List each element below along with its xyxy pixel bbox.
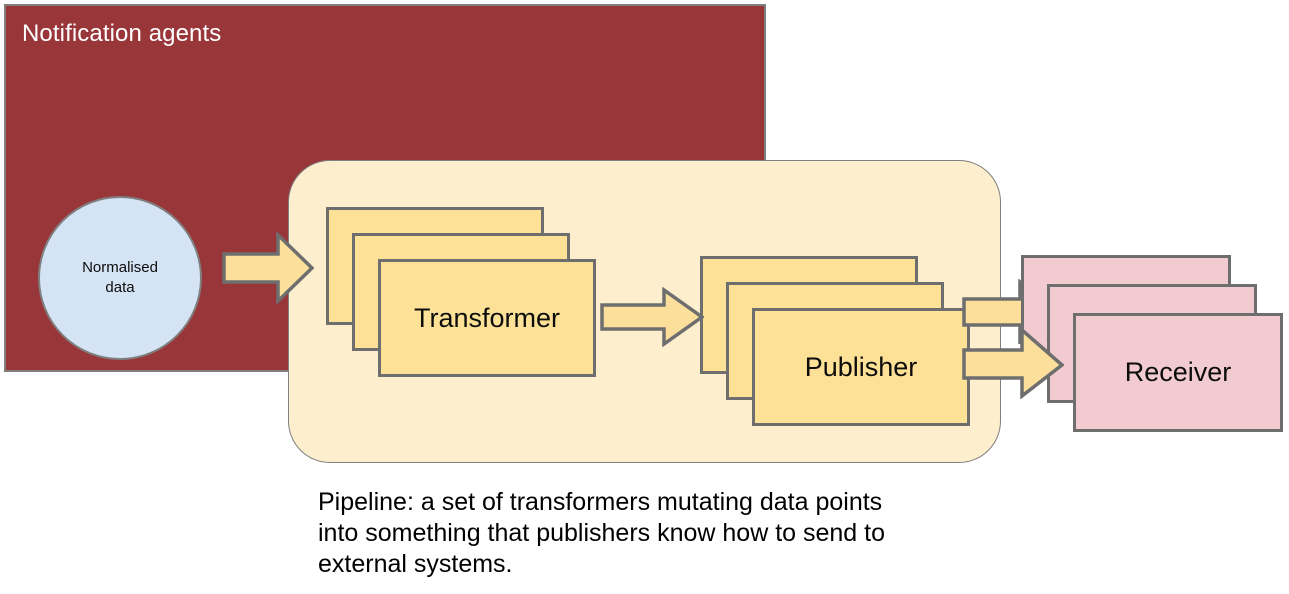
arrow-publisher-to-receiver-lower-icon [962, 327, 1064, 399]
arrow-data-to-transformer-icon [222, 232, 314, 304]
caption-line-1: Pipeline: a set of transformers mutating… [318, 488, 883, 516]
notification-agents-label: Notification agents [22, 20, 222, 47]
normalised-data-label-line1: Normalised [82, 259, 158, 276]
publisher-label: Publisher [804, 351, 918, 382]
normalised-data-node[interactable]: Normalised data [38, 196, 202, 360]
arrow-transformer-to-publisher-icon [600, 287, 704, 347]
receiver-label: Receiver [1124, 357, 1232, 387]
transformer-label: Transformer [413, 302, 561, 333]
transformer-card-front[interactable]: Transformer [378, 259, 596, 377]
normalised-data-label-line2: data [105, 279, 135, 296]
caption-line-2: into something that publishers know how … [318, 519, 886, 547]
publisher-card-front[interactable]: Publisher [752, 308, 970, 426]
receiver-card-front[interactable]: Receiver [1073, 313, 1283, 432]
pipeline-caption: Pipeline: a set of transformers mutating… [318, 487, 1018, 580]
transformer-stack[interactable]: Transformer [326, 207, 596, 377]
receiver-stack[interactable]: Receiver [1021, 255, 1283, 432]
caption-line-3: external systems. [318, 550, 513, 578]
publisher-stack[interactable]: Publisher [700, 256, 970, 426]
